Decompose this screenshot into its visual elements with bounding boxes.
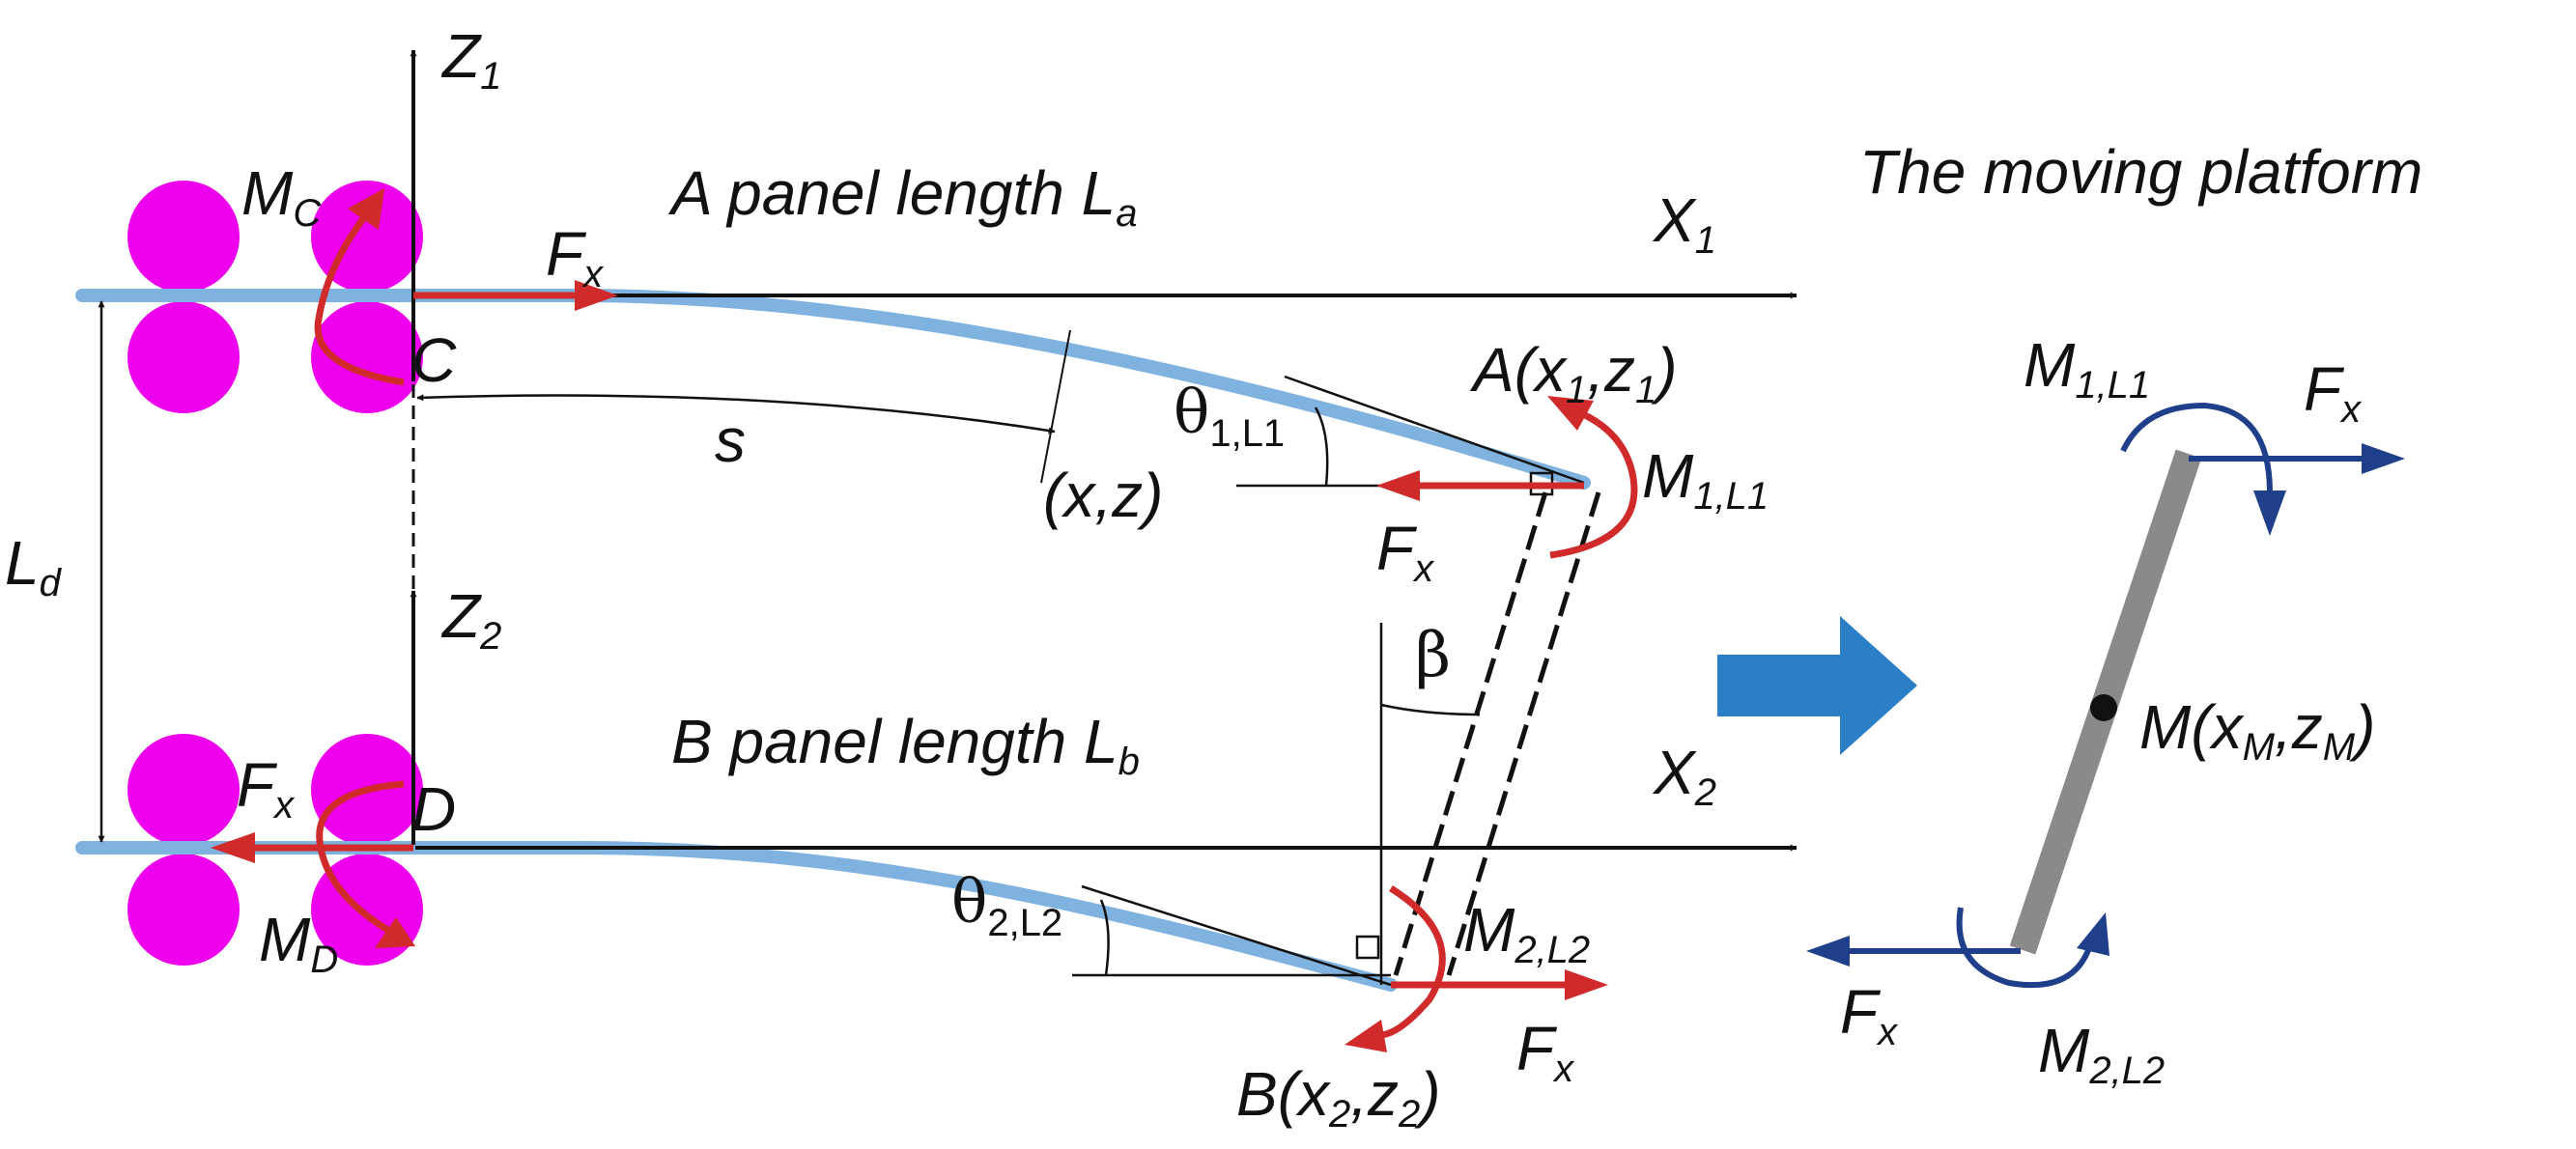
m1l1-moment-left-head (1547, 396, 1594, 431)
m1l1-moment-left (1549, 406, 1638, 559)
panel-b (75, 841, 1398, 992)
label-fx-d: Fx (237, 750, 296, 827)
label-m1l1-right: M1,L1 (2024, 330, 2150, 406)
fx-force-d-head (211, 832, 255, 863)
label-fx-a: Fx (1376, 514, 1435, 590)
panel-a (75, 289, 1591, 490)
fx-force-top-head (575, 280, 618, 311)
rollers-c (127, 181, 423, 413)
tangent-a (1284, 375, 1585, 485)
label-m2l2-right: M2,L2 (2038, 1016, 2165, 1092)
fx-force-b-head (1565, 969, 1608, 1000)
label-theta1: θ1,L1 (1174, 377, 1285, 455)
label-fx-b: Fx (1516, 1014, 1575, 1090)
axes (98, 49, 1798, 852)
label-mc: MC (241, 158, 322, 235)
label-z1: Z1 (440, 21, 501, 98)
platform-m2l2-moment-head (2077, 912, 2109, 956)
label-beta: β (1415, 620, 1451, 691)
label-point-m: M(xM,zM) (2139, 692, 2375, 769)
m2l2-moment-left-head (1345, 1020, 1387, 1052)
s-tick (1040, 329, 1071, 484)
label-fx-top: Fx (546, 219, 605, 295)
label-point-c: C (411, 325, 457, 395)
platform-m1l1-moment-head (2253, 490, 2286, 536)
platform-dashed-left (1393, 491, 1548, 976)
theta2-arc (1099, 899, 1110, 976)
label-fx-right-top: Fx (2304, 354, 2363, 431)
label-m1l1-left: M1,L1 (1642, 441, 1769, 518)
label-md: MD (259, 905, 338, 981)
platform-fx-top-head (2362, 443, 2405, 474)
platform-fx-bottom-head (1806, 936, 1850, 967)
md-moment-head (375, 917, 415, 948)
label-point-a: A(x1,z1) (1469, 335, 1678, 411)
label-ld: Ld (5, 528, 63, 604)
fx-force-a-head (1376, 470, 1420, 501)
roller-c-top-left (127, 181, 240, 293)
label-panel-b: B panel length Lb (671, 707, 1140, 783)
roller-c-bottom-left (127, 301, 240, 413)
label-s: s (715, 406, 746, 475)
theta1-arc (1314, 406, 1329, 487)
label-x2: X2 (1652, 738, 1716, 814)
label-platform-title: The moving platform (1859, 137, 2422, 207)
md-moment (316, 780, 405, 939)
label-point-d: D (411, 774, 456, 844)
s-arc (416, 394, 1056, 434)
label-m2l2-left: M2,L2 (1463, 895, 1590, 971)
label-z2: Z2 (440, 581, 501, 658)
platform-center-m (2090, 694, 2117, 721)
m2l2-moment-left (1380, 885, 1446, 1039)
platform-m2l2-moment (1956, 907, 2094, 989)
label-theta2: θ2,L2 (951, 866, 1062, 944)
platform-m1l1-moment (2120, 402, 2273, 493)
roller-d-bottom-left (127, 854, 240, 966)
platform-outline-dashed (1393, 491, 1601, 976)
beta-arc (1380, 703, 1481, 716)
right-angle-b (1355, 935, 1380, 960)
label-point-b: B(x2,z2) (1236, 1059, 1441, 1135)
label-xz: (x,z) (1043, 461, 1163, 530)
roller-d-top-left (127, 734, 240, 846)
transition-arrow (1717, 616, 1917, 755)
forces-moments (211, 188, 1638, 1052)
label-x1: X1 (1652, 185, 1716, 262)
tangent-b (1081, 884, 1392, 987)
labels: Z1 Z2 X1 X2 MC MD Fx Fx C D A panel leng… (5, 21, 2422, 1135)
platform-forces (1806, 402, 2405, 989)
mc-moment-head (348, 188, 384, 230)
platform-dashed-right (1446, 491, 1601, 976)
roller-c-bottom-right (311, 301, 423, 413)
mc-moment (314, 205, 405, 386)
label-panel-a: A panel length La (667, 158, 1137, 235)
label-fx-right-bottom: Fx (1840, 977, 1899, 1053)
